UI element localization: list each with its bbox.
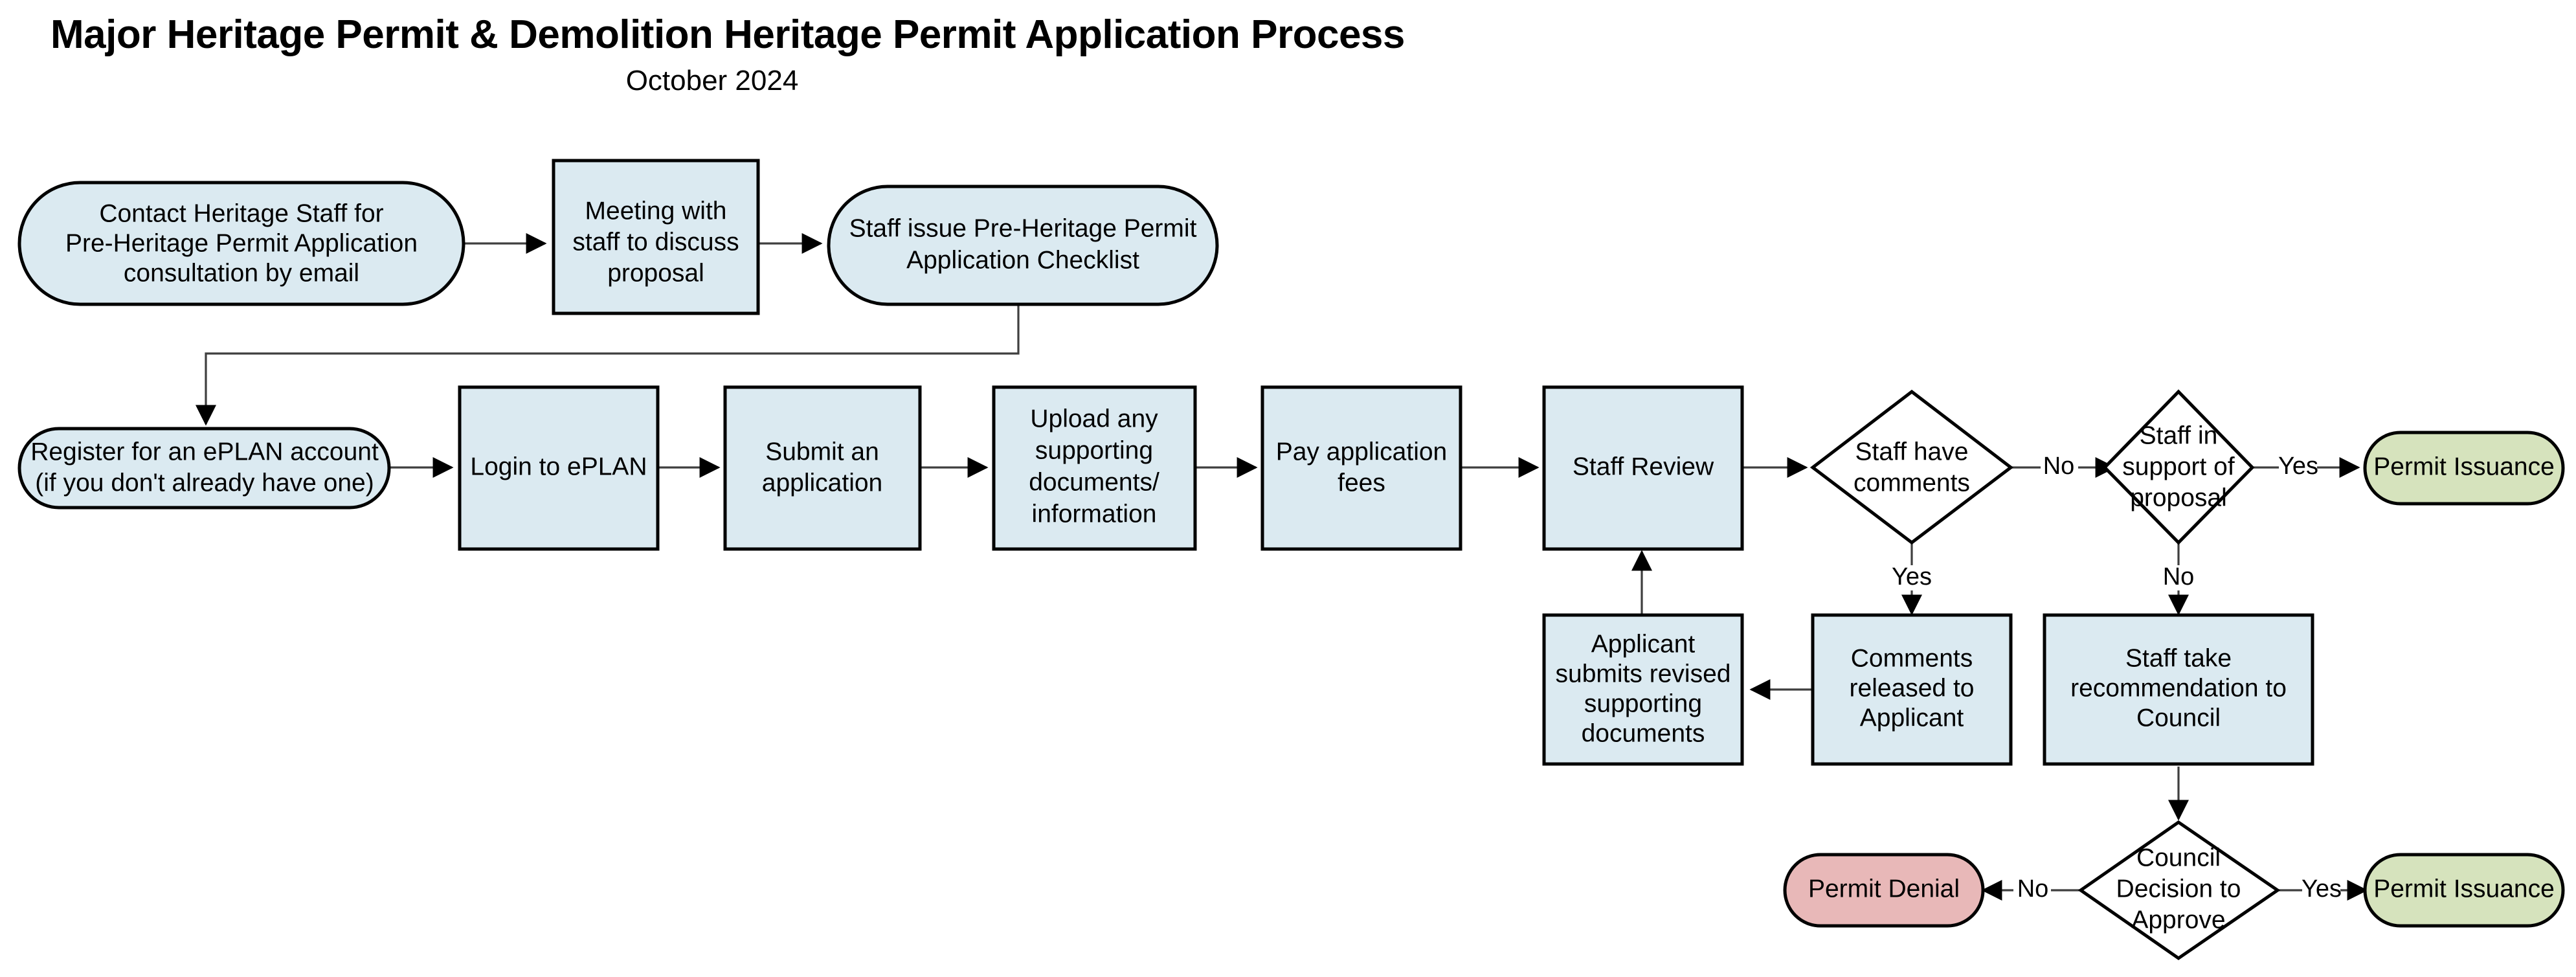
- edge-checklist-to-register: [196, 304, 1020, 426]
- node-comments-released[interactable]: Comments released to Applicant: [1811, 613, 2013, 766]
- node-contact-staff-line3: consultation by email: [124, 259, 359, 287]
- node-staff-have-comments[interactable]: Staff have comments: [1809, 389, 2014, 545]
- node-staff-in-support[interactable]: Staff in support of proposal: [2102, 389, 2255, 545]
- node-pay-line1: Pay application: [1276, 438, 1448, 466]
- node-staff-support-line2: support of: [2122, 453, 2235, 480]
- node-upload-documents[interactable]: Upload any supporting documents/ informa…: [992, 385, 1197, 551]
- edge-labels-layer: No Yes Yes No No Yes: [1892, 453, 2342, 903]
- page-subtitle: October 2024: [625, 65, 799, 96]
- node-meeting-with-staff[interactable]: Meeting with staff to discuss proposal: [552, 159, 760, 315]
- node-staff-issue-checklist[interactable]: Staff issue Pre-Heritage Permit Applicat…: [827, 185, 1219, 306]
- node-staff-support-line3: proposal: [2130, 484, 2227, 511]
- node-applicant-revises-line2: submits revised: [1556, 660, 1731, 688]
- node-register-line1: Register for an ePLAN account: [30, 438, 379, 466]
- node-staff-support-line1: Staff in: [2140, 421, 2218, 449]
- node-checklist-line2: Application Checklist: [906, 246, 1139, 274]
- node-submit-line2: application: [762, 469, 882, 497]
- node-contact-staff[interactable]: Contact Heritage Staff for Pre-Heritage …: [17, 181, 465, 306]
- edge-label-comments-yes: Yes: [1892, 563, 1932, 590]
- node-recommendation-to-council[interactable]: Staff take recommendation to Council: [2043, 613, 2314, 766]
- node-pay-fees[interactable]: Pay application fees: [1260, 385, 1462, 551]
- node-applicant-revises[interactable]: Applicant submits revised supporting doc…: [1542, 613, 1744, 766]
- edges-layer: [196, 233, 2368, 901]
- node-login-line1: Login to ePLAN: [470, 453, 647, 480]
- node-comments-released-line3: Applicant: [1860, 704, 1964, 732]
- node-login-eplan[interactable]: Login to ePLAN: [458, 385, 660, 551]
- node-meeting-line3: proposal: [607, 259, 704, 287]
- node-comments-released-line1: Comments: [1851, 644, 1973, 672]
- node-comments-released-line2: released to: [1850, 674, 1975, 702]
- node-permit-issuance-1-line1: Permit Issuance: [2373, 453, 2555, 480]
- edge-label-support-no: No: [2163, 563, 2195, 590]
- node-council-decision-line2: Decision to: [2116, 875, 2241, 903]
- node-meeting-line1: Meeting with: [585, 197, 727, 225]
- node-contact-staff-line1: Contact Heritage Staff for: [99, 199, 383, 227]
- node-upload-line1: Upload any: [1030, 405, 1158, 432]
- node-permit-issuance-bottom[interactable]: Permit Issuance: [2363, 853, 2565, 928]
- node-contact-staff-line2: Pre-Heritage Permit Application: [65, 229, 418, 257]
- node-applicant-revises-line4: documents: [1582, 719, 1705, 747]
- edge-label-comments-no: No: [2043, 453, 2075, 480]
- node-applicant-revises-line1: Applicant: [1591, 630, 1696, 658]
- node-council-decision-line3: Approve: [2131, 906, 2225, 934]
- edge-label-council-no: No: [2017, 875, 2049, 903]
- node-staff-comments-line2: comments: [1854, 469, 1970, 497]
- node-council-decision[interactable]: Council Decision to Approve: [2078, 820, 2281, 961]
- node-staff-review-line1: Staff Review: [1573, 453, 1714, 480]
- node-staff-comments-line1: Staff have: [1855, 438, 1969, 466]
- node-upload-line2: supporting: [1035, 436, 1153, 464]
- node-upload-line4: information: [1032, 500, 1157, 528]
- node-staff-review[interactable]: Staff Review: [1542, 385, 1744, 551]
- node-upload-line3: documents/: [1029, 468, 1159, 496]
- node-checklist-line1: Staff issue Pre-Heritage Permit: [849, 214, 1197, 242]
- node-permit-issuance-top[interactable]: Permit Issuance: [2363, 431, 2565, 506]
- page-title: Major Heritage Permit & Demolition Herit…: [50, 12, 1405, 57]
- node-council-decision-line1: Council: [2136, 844, 2221, 871]
- node-register-line2: (if you don't already have one): [35, 469, 374, 497]
- node-pay-line2: fees: [1338, 469, 1385, 497]
- node-permit-denial-line1: Permit Denial: [1808, 875, 1960, 903]
- node-applicant-revises-line3: supporting: [1584, 690, 1702, 717]
- node-submit-application[interactable]: Submit an application: [723, 385, 922, 551]
- node-recommend-line2: recommendation to: [2070, 674, 2287, 702]
- node-submit-line1: Submit an: [765, 438, 879, 466]
- node-recommend-line1: Staff take: [2125, 644, 2232, 672]
- node-permit-denial[interactable]: Permit Denial: [1783, 853, 1985, 928]
- edge-label-support-yes: Yes: [2278, 453, 2318, 480]
- node-register-eplan[interactable]: Register for an ePLAN account (if you do…: [17, 427, 391, 510]
- node-meeting-line2: staff to discuss: [572, 228, 739, 256]
- node-permit-issuance-2-line1: Permit Issuance: [2373, 875, 2555, 903]
- node-recommend-line3: Council: [2136, 704, 2221, 732]
- edge-label-council-yes: Yes: [2302, 875, 2342, 903]
